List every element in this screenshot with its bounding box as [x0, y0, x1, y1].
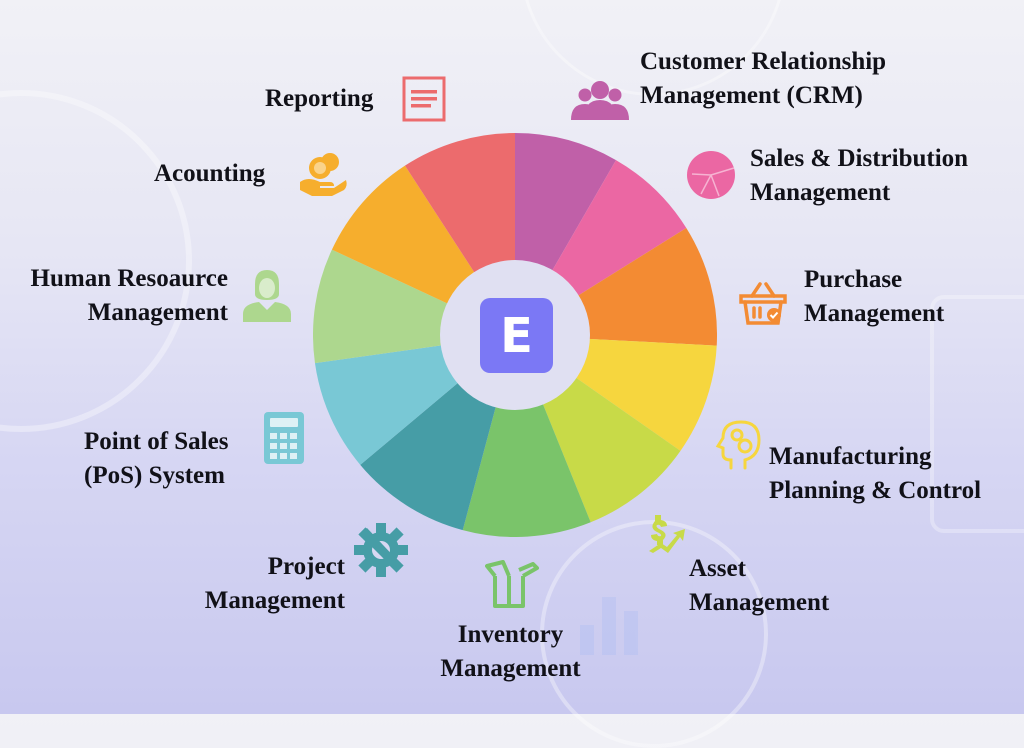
module-label-purchase: Purchase Management: [804, 266, 945, 327]
person-icon: [243, 270, 291, 322]
head-gears-icon: [715, 420, 761, 470]
module-label-reporting: Reporting: [265, 85, 374, 112]
module-label-project: Project Management: [204, 553, 345, 614]
open-box-icon: [485, 560, 539, 608]
module-label-pos: Point of Sales (PoS) System: [84, 428, 229, 489]
erp-module-wheel: [313, 133, 717, 537]
module-label-asset: Asset Management: [689, 555, 830, 616]
module-label-accounting: Acounting: [154, 160, 266, 187]
erp-logo-badge: E: [480, 298, 553, 373]
module-label-crm: Customer Relationship Management (CRM): [640, 48, 887, 109]
module-label-manufacturing: Manufacturing Planning & Control: [769, 443, 982, 504]
erp-logo-letter: E: [500, 307, 533, 364]
pie-chart-icon: [687, 151, 735, 199]
coin-hand-icon: [300, 153, 347, 196]
calculator-icon: [264, 412, 304, 464]
module-label-sales-distribution: Sales & Distribution Management: [750, 145, 969, 206]
document-icon: [402, 76, 446, 122]
shopping-basket-icon: [739, 282, 787, 325]
module-label-hr: Human Resoaurce Management: [30, 265, 228, 326]
module-label-inventory: Inventory Management: [440, 621, 581, 682]
background-ring-decoration: [0, 90, 192, 432]
wheel-segment: [462, 335, 591, 537]
wrench-gear-icon: [354, 523, 408, 577]
people-group-icon: [571, 81, 629, 120]
money-growth-icon: [649, 515, 685, 553]
